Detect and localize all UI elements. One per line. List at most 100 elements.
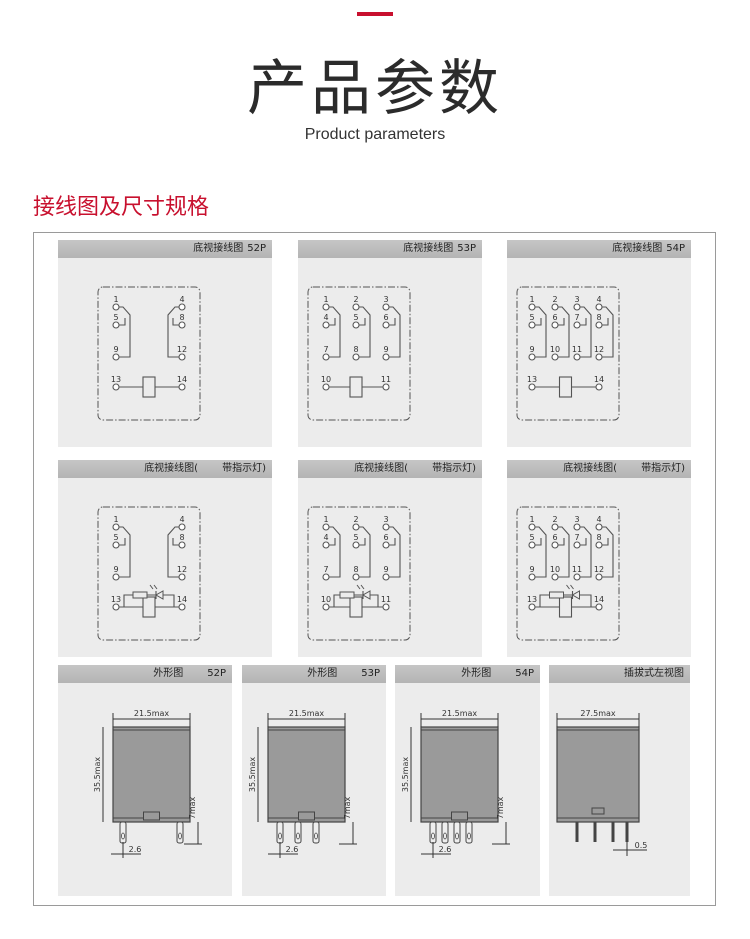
led-wire bbox=[539, 594, 592, 607]
led-icon bbox=[361, 590, 371, 600]
pin-terminal bbox=[352, 541, 360, 549]
coil-icon bbox=[349, 596, 363, 618]
pin-terminal bbox=[322, 303, 330, 311]
pin-label: 1 bbox=[323, 515, 328, 524]
coil-terminal bbox=[178, 603, 186, 611]
pin-terminal bbox=[528, 523, 536, 531]
panel-title: 底视接线图 bbox=[612, 243, 663, 254]
nc-contact bbox=[580, 318, 587, 326]
pin-label: 5 bbox=[353, 533, 358, 542]
panel-suffix: 带指示灯) bbox=[641, 463, 685, 474]
pin-label: 3 bbox=[383, 515, 388, 524]
contact-arm bbox=[329, 526, 341, 578]
contact-arm bbox=[119, 526, 131, 578]
contact-arm bbox=[359, 526, 371, 578]
pin-terminal bbox=[528, 353, 536, 361]
pin bbox=[312, 821, 320, 844]
panel-suffix: 53P bbox=[361, 668, 380, 679]
contact-arm bbox=[558, 526, 570, 578]
relay-body bbox=[112, 726, 191, 823]
pin-label: 4 bbox=[323, 533, 328, 542]
coil-pin-label: 14 bbox=[594, 595, 604, 604]
contact-arm bbox=[359, 306, 371, 358]
pin-label: 4 bbox=[596, 515, 601, 524]
nc-contact bbox=[535, 318, 542, 326]
pin-length-label: 7max bbox=[188, 796, 197, 819]
pin-hole bbox=[296, 832, 300, 840]
accent-bar bbox=[357, 12, 393, 16]
coil-icon bbox=[349, 376, 363, 398]
pin-label: 8 bbox=[179, 533, 184, 542]
relay-body bbox=[420, 726, 499, 823]
pin-label: 12 bbox=[594, 345, 604, 354]
base-notch bbox=[451, 811, 468, 821]
pin-length-label: 7max bbox=[343, 796, 352, 819]
pin bbox=[176, 821, 184, 844]
relay-body bbox=[556, 726, 640, 823]
pin bbox=[429, 821, 437, 844]
pin-hole bbox=[121, 832, 125, 840]
pin-terminal bbox=[112, 523, 120, 531]
pin-label: 11 bbox=[572, 345, 582, 354]
contact-arm bbox=[167, 526, 179, 578]
pin-label: 10 bbox=[550, 345, 560, 354]
pin-label: 2 bbox=[353, 515, 358, 524]
pin-length-label: 7max bbox=[496, 796, 505, 819]
pin-label: 8 bbox=[596, 533, 601, 542]
pin-label: 7 bbox=[323, 345, 328, 354]
coil-terminal bbox=[178, 383, 186, 391]
pin-label: 6 bbox=[383, 313, 388, 322]
panel-suffix: 53P bbox=[457, 243, 476, 254]
light-rays-icon bbox=[566, 584, 574, 590]
pin-thickness-label: 0.5 bbox=[635, 841, 648, 850]
pin-terminal bbox=[112, 321, 120, 329]
coil-pin-label: 10 bbox=[321, 375, 331, 384]
diagram-frame bbox=[33, 232, 716, 906]
pin-terminal bbox=[551, 573, 559, 581]
coil-terminal bbox=[528, 383, 536, 391]
pin-terminal bbox=[112, 541, 120, 549]
nc-contact bbox=[602, 318, 609, 326]
pin-label: 11 bbox=[572, 565, 582, 574]
pin-label: 1 bbox=[113, 295, 118, 304]
pin-label: 12 bbox=[177, 565, 187, 574]
nc-contact bbox=[172, 318, 179, 326]
relay-body bbox=[267, 726, 346, 823]
width-label: 21.5max bbox=[442, 709, 478, 718]
pin-terminal bbox=[178, 573, 186, 581]
pin-terminal bbox=[595, 573, 603, 581]
coil-pin-label: 11 bbox=[381, 595, 391, 604]
pin-label: 3 bbox=[574, 515, 579, 524]
relay-outline bbox=[97, 286, 201, 421]
pin-terminal bbox=[573, 573, 581, 581]
pin-label: 5 bbox=[113, 533, 118, 542]
pin bbox=[593, 822, 597, 842]
panel-suffix: 54P bbox=[666, 243, 685, 254]
pin-terminal bbox=[528, 573, 536, 581]
coil-terminal bbox=[528, 603, 536, 611]
light-rays-icon bbox=[149, 584, 158, 590]
coil-icon bbox=[558, 596, 573, 618]
pin-hole bbox=[178, 832, 182, 840]
pitch-label: 2.6 bbox=[439, 845, 452, 854]
panel-suffix: 52P bbox=[207, 668, 226, 679]
coil-pin-label: 11 bbox=[381, 375, 391, 384]
contact-arm bbox=[389, 306, 401, 358]
coil-terminal bbox=[112, 383, 120, 391]
coil-icon bbox=[558, 376, 573, 398]
pin-label: 9 bbox=[383, 565, 388, 574]
pin-terminal bbox=[322, 541, 330, 549]
pin-terminal bbox=[112, 303, 120, 311]
section-title: 接线图及尺寸规格 bbox=[33, 195, 210, 220]
pin-terminal bbox=[382, 321, 390, 329]
pin-label: 4 bbox=[179, 295, 184, 304]
nc-contact bbox=[329, 538, 336, 546]
pin bbox=[575, 822, 579, 842]
pin-label: 8 bbox=[596, 313, 601, 322]
relay-outline bbox=[516, 286, 620, 421]
pin-label: 9 bbox=[529, 345, 534, 354]
